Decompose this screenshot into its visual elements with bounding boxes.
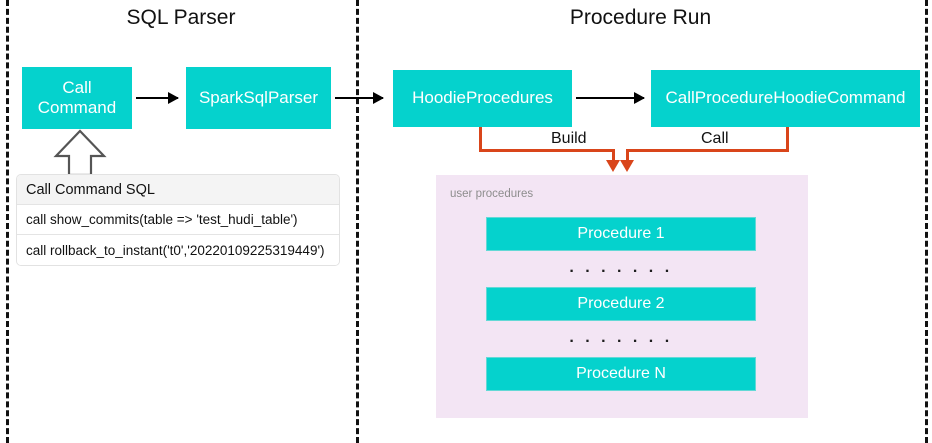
arrow-call-command-to-spark-sql-parser bbox=[136, 92, 179, 104]
sql-card-row-0[interactable]: call show_commits(table => 'test_hudi_ta… bbox=[17, 205, 339, 235]
sql-card-header: Call Command SQL bbox=[17, 175, 339, 205]
procedure-box-2[interactable]: Procedure 2 bbox=[486, 287, 756, 321]
node-hoodie-procedures-label: HoodieProcedures bbox=[412, 88, 553, 108]
procedure-box-n-label: Procedure N bbox=[576, 365, 666, 382]
node-spark-sql-parser-label: SparkSqlParser bbox=[198, 87, 319, 107]
procedure-box-n[interactable]: Procedure N bbox=[486, 357, 756, 391]
hollow-up-arrow-icon bbox=[53, 129, 107, 177]
procedure-separator-1: . . . . . . . bbox=[569, 259, 673, 276]
build-arrowhead bbox=[606, 160, 620, 172]
build-connector-vertical-right bbox=[612, 149, 615, 163]
arrow-hoodie-procedures-to-call-procedure-hoodie-command bbox=[576, 92, 645, 104]
node-call-command-label-line1: Call bbox=[62, 77, 92, 97]
procedure-box-1[interactable]: Procedure 1 bbox=[486, 217, 756, 251]
node-spark-sql-parser[interactable]: SparkSqlParser bbox=[186, 67, 331, 129]
divider-left bbox=[6, 0, 9, 443]
node-call-command-label-line2: Command bbox=[37, 98, 117, 117]
edge-label-call: Call bbox=[696, 130, 734, 148]
node-call-procedure-hoodie-command-label: CallProcedureHoodieCommand bbox=[665, 88, 906, 108]
build-connector-vertical-left bbox=[479, 127, 482, 152]
call-arrowhead bbox=[620, 160, 634, 172]
edge-label-build: Build bbox=[546, 130, 592, 148]
sql-command-card: Call Command SQL call show_commits(table… bbox=[16, 174, 340, 266]
procedure-separator-2: . . . . . . . bbox=[569, 329, 673, 346]
call-connector-horizontal bbox=[626, 149, 789, 152]
section-title-procedure-run: Procedure Run bbox=[569, 6, 712, 29]
divider-right bbox=[925, 0, 928, 443]
procedure-box-2-label: Procedure 2 bbox=[577, 295, 665, 312]
call-connector-vertical-left bbox=[626, 149, 629, 163]
section-title-sql-parser: SQL Parser bbox=[126, 6, 236, 29]
node-call-procedure-hoodie-command[interactable]: CallProcedureHoodieCommand bbox=[651, 70, 920, 127]
node-call-command[interactable]: Call Command bbox=[22, 67, 132, 129]
procedure-box-1-label: Procedure 1 bbox=[577, 225, 665, 242]
divider-middle bbox=[356, 0, 359, 443]
arrow-spark-sql-parser-to-hoodie-procedures bbox=[335, 92, 384, 104]
node-hoodie-procedures[interactable]: HoodieProcedures bbox=[393, 70, 572, 127]
sql-card-row-1[interactable]: call rollback_to_instant('t0','202201092… bbox=[17, 235, 339, 265]
call-connector-vertical-right bbox=[786, 127, 789, 152]
build-connector-horizontal bbox=[479, 149, 615, 152]
user-procedures-panel: user procedures Procedure 1 . . . . . . … bbox=[436, 175, 808, 418]
user-procedures-label: user procedures bbox=[450, 188, 534, 200]
